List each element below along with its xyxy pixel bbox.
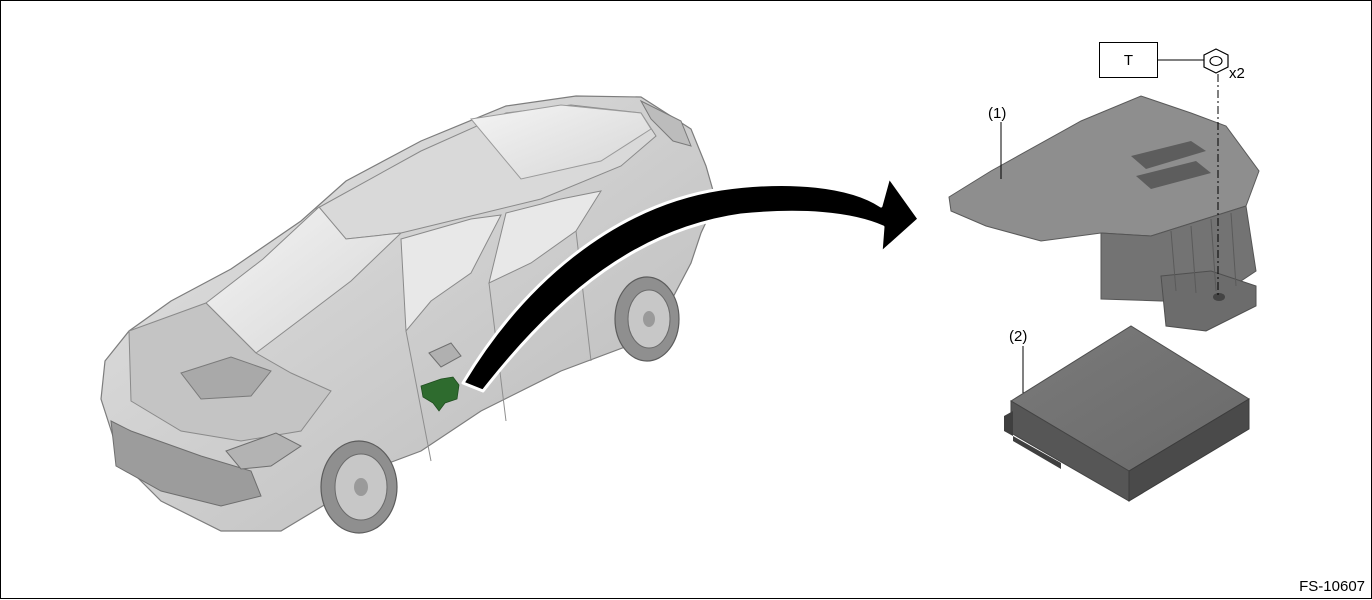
car-rear-wheel — [615, 277, 679, 361]
nut-icon — [1204, 49, 1228, 73]
part-1-bracket — [949, 96, 1259, 331]
figure-code: FS-10607 — [1299, 578, 1365, 595]
vehicle-illustration — [101, 96, 716, 533]
car-front-wheel — [321, 441, 397, 533]
part-label-1: (1) — [988, 105, 1006, 122]
torque-spec-box: T — [1099, 42, 1158, 78]
bracket-bolt-hole — [1213, 293, 1225, 301]
part-label-2: (2) — [1009, 328, 1027, 345]
fastener-quantity: x2 — [1229, 65, 1245, 82]
part-2-module — [1004, 326, 1249, 501]
